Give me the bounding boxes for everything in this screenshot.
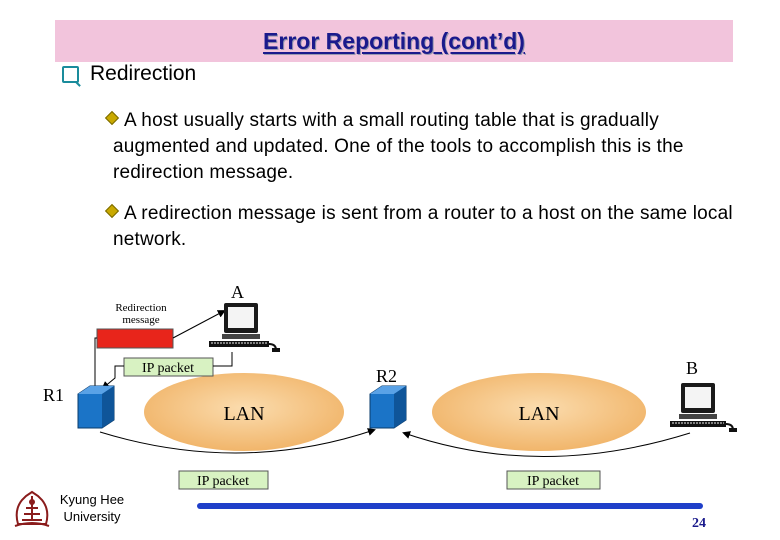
redirect-to-a-arrow <box>172 310 226 339</box>
title-bar: Error Reporting (cont’d) <box>55 20 733 62</box>
lan-left-ellipse <box>144 373 344 451</box>
bullet-text: A redirection message is sent from a rou… <box>113 203 733 250</box>
ip-packet-bottom-right-label: IP packet <box>527 474 579 489</box>
redirect-label-line1: Redirection <box>115 302 167 314</box>
redirect-path-line <box>94 337 97 386</box>
router-r1-label: R1 <box>43 385 64 405</box>
redirect-label-line2: message <box>122 314 159 326</box>
redirection-message-box <box>96 328 174 349</box>
university-name: Kyung Hee University <box>52 491 132 525</box>
ip-packet-top-label: IP packet <box>142 361 194 376</box>
r1-to-r2-curve-arrow <box>99 428 376 454</box>
host-a-computer-icon <box>209 303 280 352</box>
lan-right-ellipse <box>432 373 646 451</box>
slide-title: Error Reporting (cont’d) <box>263 28 525 54</box>
university-name-line2: University <box>63 509 121 524</box>
ip-packet-bottom-right-box <box>506 470 601 490</box>
ip-packet-top-box <box>123 357 214 377</box>
section-heading-text: Redirection <box>90 62 197 85</box>
ip-packet-bottom-left-label: IP packet <box>197 474 249 489</box>
packet-to-r1-line <box>213 352 233 367</box>
bullet-item: A redirection message is sent from a rou… <box>104 201 733 253</box>
host-b-label: B <box>686 358 698 378</box>
b-to-r2-curve-arrow <box>402 431 691 457</box>
router-r1-icon <box>77 385 115 429</box>
host-a-label: A <box>231 282 244 302</box>
lan-right-label: LAN <box>518 403 559 425</box>
university-name-line1: Kyung Hee <box>59 492 125 507</box>
router-r2-label: R2 <box>376 366 397 386</box>
router-r2-icon <box>369 385 407 429</box>
bullet-text: A host usually starts with a small routi… <box>113 110 684 183</box>
bullet-item: A host usually starts with a small routi… <box>104 108 713 186</box>
footer-divider <box>197 503 703 509</box>
lan-left-label: LAN <box>223 403 264 425</box>
section-heading: Redirection <box>62 62 196 86</box>
university-seal-icon <box>14 490 50 527</box>
checkbox-bullet-icon <box>62 65 79 83</box>
ip-packet-bottom-left-box <box>178 470 269 490</box>
host-b-computer-icon <box>670 383 737 432</box>
page-number: 24 <box>692 516 706 531</box>
packet-to-r1-arrow <box>101 365 124 390</box>
